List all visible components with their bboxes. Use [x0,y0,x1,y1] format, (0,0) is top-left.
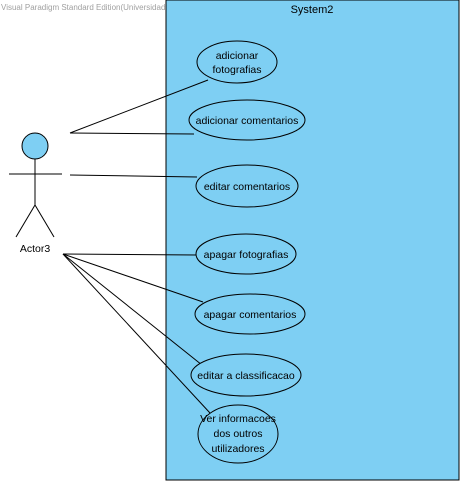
actor-left-leg [15,204,36,238]
use-case-adicionar-comentarios[interactable]: adicionar comentarios [188,99,306,141]
use-case-label: fotografias [212,64,261,76]
use-case-label: utilizadores [211,443,264,455]
use-case-apagar-fotografias[interactable]: apagar fotografias [195,233,297,275]
use-case-apagar-comentarios[interactable]: apagar comentarios [194,293,306,335]
use-case-adicionar-fotografias[interactable]: adicionar fotografias [196,40,278,84]
use-case-label: adicionar [216,50,259,62]
association-uc1[interactable] [69,79,209,134]
association-uc3[interactable] [69,174,198,178]
use-case-editar-a-classificacao[interactable]: editar a classificacao [190,353,302,397]
association-uc2[interactable] [69,132,195,135]
system-title: System2 [291,4,334,16]
use-case-label: dos outros [213,428,262,440]
use-case-editar-comentarios[interactable]: editar comentarios [195,164,299,208]
use-case-ellipse [196,40,278,84]
association-uc5[interactable] [62,253,204,303]
watermark-text: Visual Paradigm Standard Edition(Univers… [1,3,208,12]
use-case-ellipse [195,233,297,275]
association-uc4[interactable] [62,253,198,256]
associations [62,79,211,414]
actor[interactable]: Actor3 [9,132,62,255]
use-case-ellipse [194,293,306,335]
use-case-ellipse [188,99,306,141]
use-case-label: editar a classificacao [197,370,295,382]
use-case-ellipse [195,164,299,208]
association-uc6[interactable] [62,253,203,366]
use-case-ellipse [190,353,302,397]
use-case-label: apagar fotografias [204,249,289,261]
actor-head [21,132,49,160]
use-case-label: editar comentarios [204,181,290,193]
association-uc7[interactable] [62,253,211,414]
actor-right-leg [34,204,55,238]
use-case-label: apagar comentarios [204,309,297,321]
use-case-ver-informacoes[interactable]: Ver informacoes dos outros utilizadores [197,404,279,464]
use-case-label: Ver informacoes [200,413,276,425]
actor-name: Actor3 [20,243,51,255]
use-case-ellipse [197,404,279,464]
use-case-label: adicionar comentarios [196,115,299,127]
